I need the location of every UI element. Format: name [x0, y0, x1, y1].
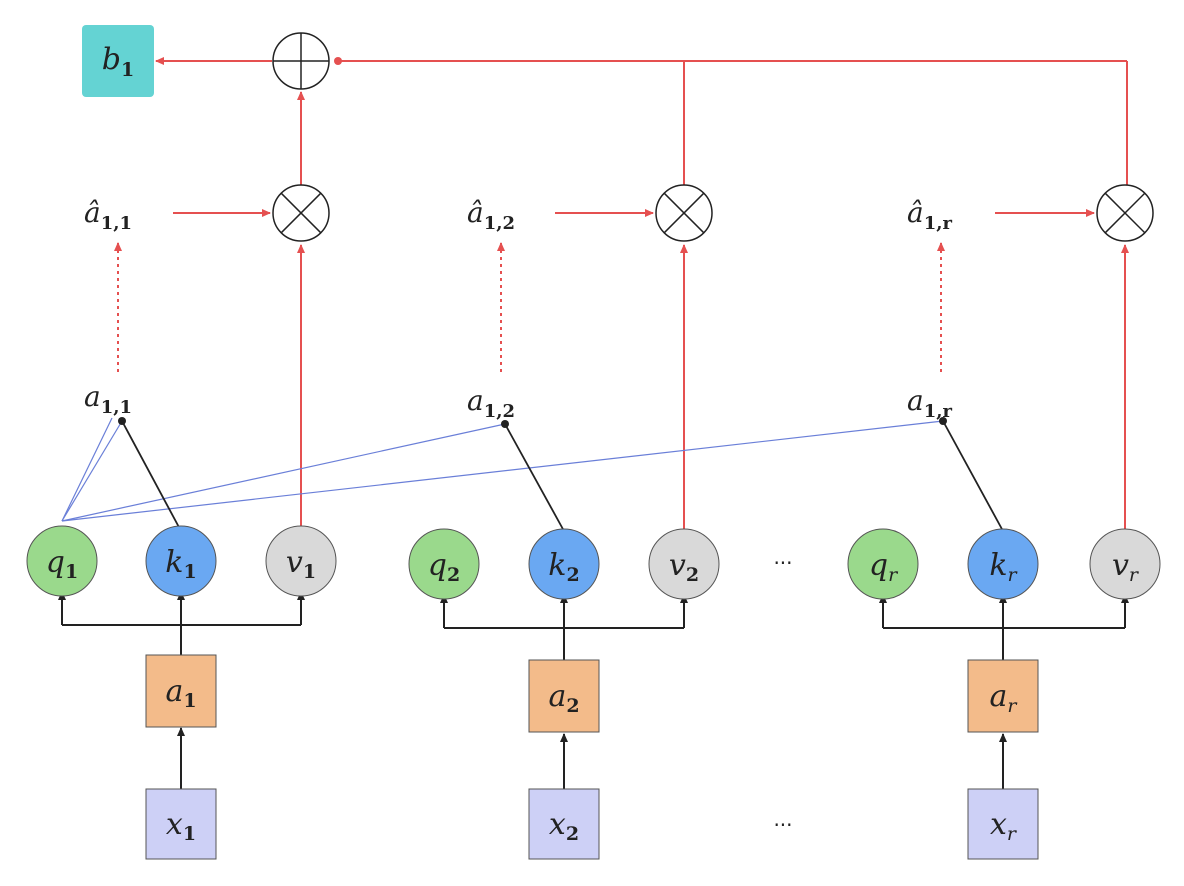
input-label-2: x2 [549, 807, 579, 845]
key-label-2: k2 [548, 548, 579, 586]
key-line-2 [504, 423, 565, 532]
embedding-label-r: ar [990, 679, 1019, 717]
score-hat-label-2: â1,2 [467, 196, 515, 234]
query-line-1b [61, 420, 123, 522]
key-node-2 [528, 528, 600, 600]
score-label-3: a1,r [907, 384, 952, 422]
key-node-1 [145, 525, 217, 597]
multiply-node-3 [1096, 184, 1154, 242]
input-label-r: xr [990, 807, 1018, 845]
score-hat-label-1: â1,1 [84, 196, 132, 234]
score-label-1: a1,1 [84, 380, 132, 418]
key-line-3 [942, 420, 1004, 532]
query-line-1 [61, 417, 113, 522]
key-node-r [967, 528, 1039, 600]
embedding-node-r [967, 659, 1039, 733]
ellipsis-bottom: ··· [773, 813, 792, 837]
score-hat-label-3: â1,r [907, 196, 952, 234]
input-node-2 [528, 788, 600, 860]
output-node [82, 25, 154, 97]
score-label-2: a1,2 [467, 384, 515, 422]
value-label-r: vr [1112, 548, 1140, 586]
key-dot-1 [118, 417, 126, 425]
value-node-2 [648, 528, 720, 600]
input-label-1: x1 [166, 807, 196, 845]
query-label-1: q1 [46, 545, 78, 583]
embedding-node-1 [145, 654, 217, 728]
sum-node [272, 32, 330, 90]
query-node-2 [408, 528, 480, 600]
input-node-r [967, 788, 1039, 860]
key-dot-2 [501, 420, 509, 428]
key-line-1 [121, 420, 182, 532]
query-line-2b [61, 423, 506, 522]
query-node-r [847, 528, 919, 600]
value-node-1 [265, 525, 337, 597]
embedding-label-1: a1 [165, 674, 196, 712]
embedding-node-2 [528, 659, 600, 733]
query-label-r: qr [869, 548, 899, 586]
ellipsis-middle: ··· [773, 551, 792, 575]
key-dot-3 [939, 417, 947, 425]
embedding-label-2: a2 [548, 679, 579, 717]
key-label-1: k1 [165, 545, 196, 583]
output-label: b1 [102, 42, 134, 81]
query-line-3b [61, 420, 944, 522]
bus-junction-dot [334, 57, 342, 65]
multiply-node-2 [655, 184, 713, 242]
query-label-2: q2 [428, 548, 460, 586]
input-node-1 [145, 788, 217, 860]
value-node-r [1089, 528, 1161, 600]
value-label-2: v2 [669, 548, 699, 586]
query-node-1 [26, 525, 98, 597]
value-label-1: v1 [286, 545, 316, 583]
multiply-node-1 [272, 184, 330, 242]
key-label-r: kr [989, 548, 1018, 586]
